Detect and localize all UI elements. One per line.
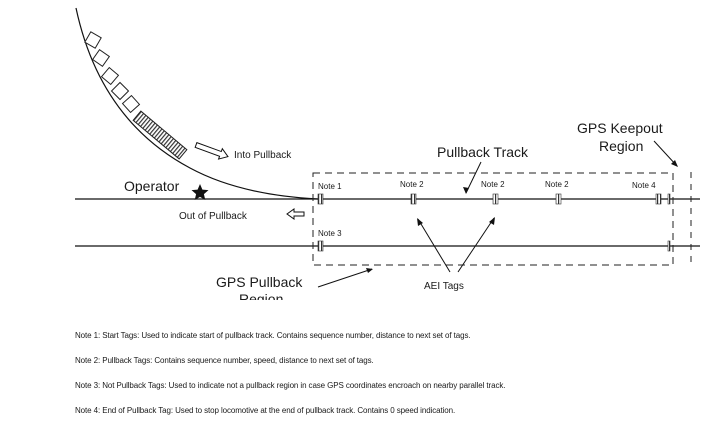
aei-arrowhead-left [417,218,423,226]
end-tag [655,193,662,205]
aei-tags-label: AEI Tags [424,281,464,292]
pullback-diagram: Into Pullback Out of Pullback Operator P… [75,7,700,300]
pullback-track-arrowhead [463,187,469,194]
out-of-pullback-label: Out of Pullback [179,211,248,222]
train [84,31,188,160]
tag-note-2: Note 2 [481,180,505,189]
keepout-tag [667,193,671,205]
tag-note-2: Note 2 [400,180,424,189]
aei-tags [317,193,671,252]
train-car [100,66,120,86]
gps-pullback-label: GPS Pullback [216,274,303,290]
keepout-tag [667,240,671,252]
tag-note-2: Note 2 [545,180,569,189]
gps-keepout-region-label: Region [599,138,643,154]
note-3-text: Note 3: Not Pullback Tags: Used to indic… [75,381,506,390]
pullback-track-label: Pullback Track [437,144,529,160]
gps-pullback-arrowhead [366,268,373,273]
start-tag [317,193,324,205]
into-pullback-arrow-icon [194,142,229,160]
note-4-text: Note 4: End of Pullback Tag: Used to sto… [75,406,456,415]
tag-note-3: Note 3 [318,229,342,238]
out-of-pullback-arrow-icon [286,208,305,220]
notes-list: Note 1: Start Tags: Used to indicate sta… [75,330,715,430]
pullback-track-pointer [465,161,482,194]
locomotive [132,110,188,160]
curved-track [75,7,319,200]
pullback-tag [492,193,499,205]
train-car [84,31,102,49]
gps-pullback-region [312,172,674,266]
into-pullback-label: Into Pullback [234,150,292,161]
aei-pointer-left [417,218,451,273]
tag-note-4: Note 4 [632,181,656,190]
train-car [110,81,130,101]
aei-arrowhead-right [489,217,495,225]
aei-pointer-right [457,217,495,273]
gps-pullback-pointer [317,268,373,288]
gps-keepout-label: GPS Keepout [577,120,663,136]
keepout-arrowhead [671,160,678,167]
operator-star-icon [191,184,209,200]
pullback-tag [410,193,417,205]
not-pullback-tag [317,240,324,252]
note-2-text: Note 2: Pullback Tags: Contains sequence… [75,356,374,365]
operator-label: Operator [124,178,180,194]
train-car [121,94,141,114]
train-car [91,48,111,68]
pullback-tag [555,193,562,205]
note-1-text: Note 1: Start Tags: Used to indicate sta… [75,331,471,340]
tag-note-1: Note 1 [318,182,342,191]
gps-pullback-region-label: Region [239,291,283,300]
